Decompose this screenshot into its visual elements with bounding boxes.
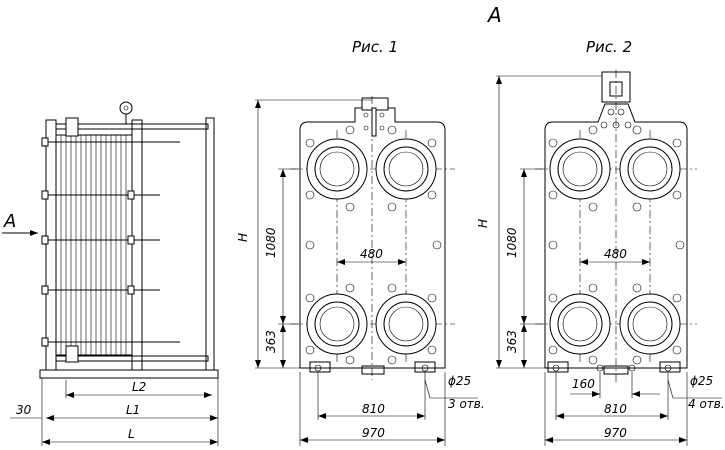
side-view-arrow-label: A bbox=[3, 211, 16, 232]
dim-l: L bbox=[128, 427, 135, 441]
tie-rods bbox=[41, 137, 180, 347]
fig2-dim-hole-count: 4 отв. bbox=[688, 397, 725, 411]
fig2-dim-1080: 1080 bbox=[505, 227, 519, 258]
side-view: A L2 L1 L 30 bbox=[2, 101, 219, 446]
fig1-bolts bbox=[305, 125, 442, 372]
fig1-height-label: H bbox=[236, 233, 250, 242]
figure-1: Рис. 1 bbox=[236, 38, 485, 446]
fig2-dim-480: 480 bbox=[604, 247, 627, 261]
fig1-dim-480: 480 bbox=[360, 247, 383, 261]
dim-left-offset: 30 bbox=[16, 403, 32, 417]
fig2-dimensions: H 1080 363 480 160 ϕ25 4 отв. 810 970 bbox=[476, 75, 725, 446]
fig1-dim-970: 970 bbox=[362, 426, 385, 440]
fig1-dim-hole-count: 3 отв. bbox=[448, 397, 485, 411]
fig1-dim-hole: ϕ25 bbox=[448, 374, 471, 388]
fig1-caption: Рис. 1 bbox=[352, 38, 398, 56]
figure-2: Рис. 2 bbox=[476, 38, 725, 446]
fig2-dim-160: 160 bbox=[572, 377, 595, 391]
fig2-dim-hole: ϕ25 bbox=[690, 374, 713, 388]
side-view-dimensions: L2 L1 L 30 bbox=[10, 378, 219, 446]
dim-l2: L2 bbox=[132, 380, 146, 394]
fig1-ports bbox=[306, 138, 437, 355]
fig2-height-label: H bbox=[476, 219, 490, 228]
fig2-ports bbox=[549, 138, 681, 355]
fig2-dim-363: 363 bbox=[505, 330, 519, 353]
fig1-dim-363: 363 bbox=[264, 330, 278, 353]
fig1-dimensions: H 1080 363 480 ϕ25 3 отв. 810 970 bbox=[236, 99, 485, 446]
fig1-dim-810: 810 bbox=[362, 402, 385, 416]
fig2-dim-810: 810 bbox=[604, 402, 627, 416]
fig2-caption: Рис. 2 bbox=[586, 38, 632, 56]
view-a-label: A bbox=[486, 3, 502, 27]
plate-pack-lines bbox=[60, 135, 127, 355]
fig1-dim-1080: 1080 bbox=[264, 227, 278, 258]
dim-l1: L1 bbox=[126, 403, 140, 417]
fig2-bolts bbox=[548, 125, 685, 372]
fig2-dim-970: 970 bbox=[604, 426, 627, 440]
